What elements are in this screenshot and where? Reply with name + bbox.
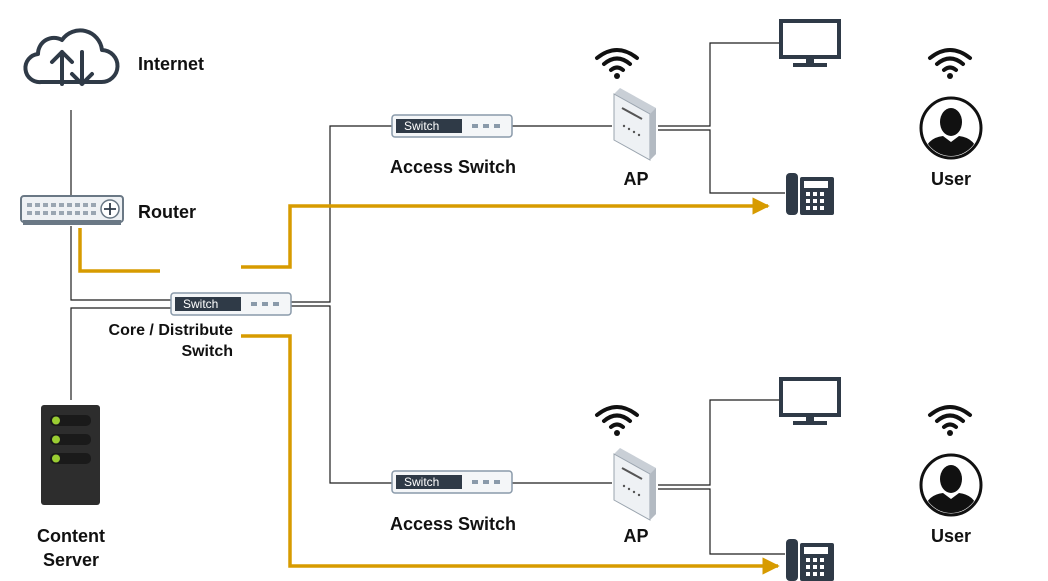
link-core-access-bottom	[290, 305, 392, 484]
content-server-label: Content Server	[11, 524, 131, 572]
wifi-icon	[595, 405, 639, 438]
user-avatar-icon	[921, 98, 981, 158]
core-switch-label-line1: Core / Distribute	[108, 322, 233, 339]
wifi-icon	[928, 48, 972, 81]
switch-label: Switch	[404, 475, 439, 489]
link-router-core	[70, 226, 171, 301]
flow-router-down	[78, 228, 160, 273]
user-top-label: User	[930, 169, 972, 189]
core-switch-label: Core / Distribute Switch	[60, 320, 233, 362]
internet-label: Internet	[138, 54, 205, 74]
user-bottom-label: User	[930, 526, 972, 546]
monitor-icon	[779, 19, 841, 69]
flow-to-top-phone	[241, 197, 770, 269]
access-switch-bottom-label: Access Switch	[389, 514, 517, 534]
link-core-server	[70, 307, 171, 400]
switch-label: Switch	[183, 297, 218, 311]
access-switch-top-label: Access Switch	[389, 157, 517, 177]
wifi-icon	[928, 405, 972, 438]
wifi-icon	[595, 48, 639, 81]
link-ap-top-phone	[658, 129, 785, 194]
link-ap-bottom-phone	[658, 488, 785, 555]
content-server-label-line1: Content	[37, 526, 105, 546]
link-core-access-top	[290, 125, 392, 303]
content-server-label-line2: Server	[42, 550, 100, 570]
user-avatar-icon	[921, 455, 981, 515]
cloud-updown-icon	[23, 28, 120, 86]
access-point-icon	[613, 87, 657, 161]
switch-icon: Switch	[391, 114, 513, 138]
server-icon	[41, 405, 100, 505]
flow-server-to-bottom-phone	[241, 334, 780, 575]
ap-bottom-label: AP	[623, 526, 649, 546]
ip-phone-icon	[786, 539, 834, 581]
switch-icon: Switch	[170, 292, 292, 316]
core-switch-label-line2: Switch	[181, 343, 233, 360]
access-point-icon	[613, 447, 657, 521]
ip-phone-icon	[786, 173, 834, 215]
network-links	[70, 42, 785, 555]
switch-icon: Switch	[391, 470, 513, 494]
switch-label: Switch	[404, 119, 439, 133]
ap-top-label: AP	[623, 169, 649, 189]
traffic-flows	[78, 197, 780, 575]
link-ap-top-monitor	[658, 42, 780, 127]
router-icon	[20, 195, 124, 225]
monitor-icon	[779, 377, 841, 427]
link-ap-bottom-monitor	[658, 399, 780, 486]
router-label: Router	[138, 202, 196, 222]
